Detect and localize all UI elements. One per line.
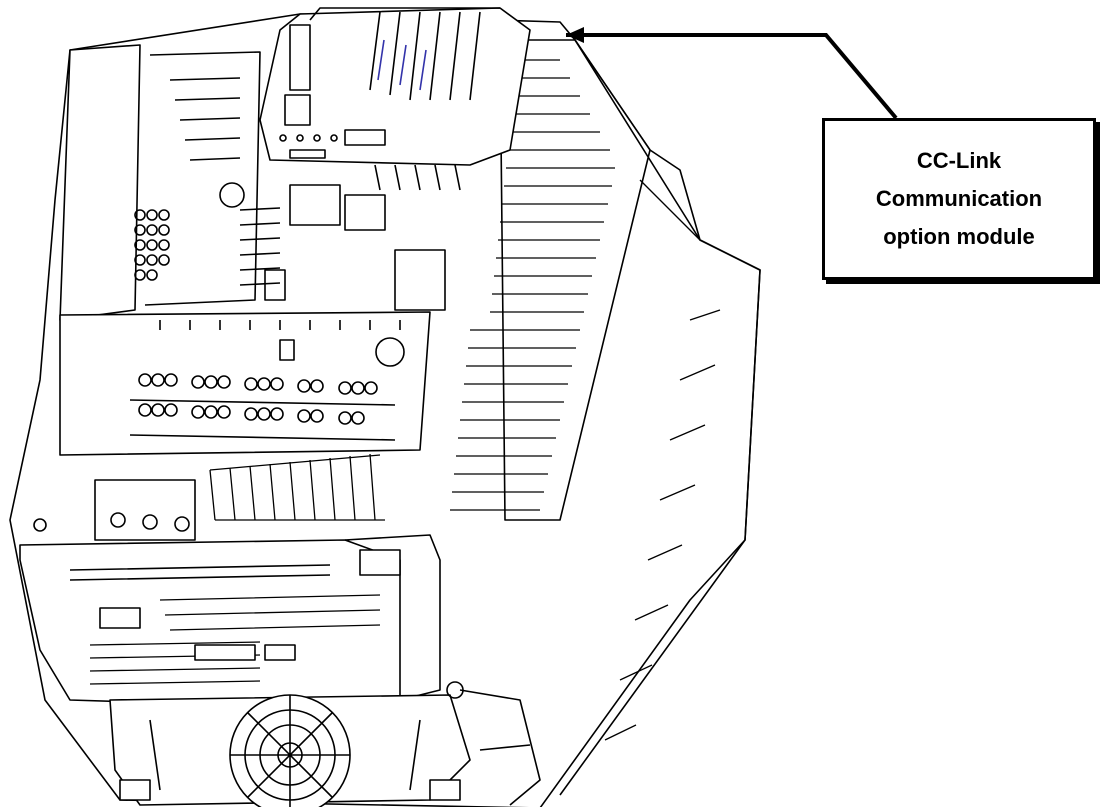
callout-line-3: option module bbox=[883, 224, 1035, 249]
callout-label-box: CC-Link Communication option module bbox=[822, 118, 1096, 280]
callout-line-2: Communication bbox=[875, 186, 1043, 211]
arrow-pointer bbox=[566, 27, 898, 120]
callout-line-1: CC-Link bbox=[916, 148, 1002, 173]
